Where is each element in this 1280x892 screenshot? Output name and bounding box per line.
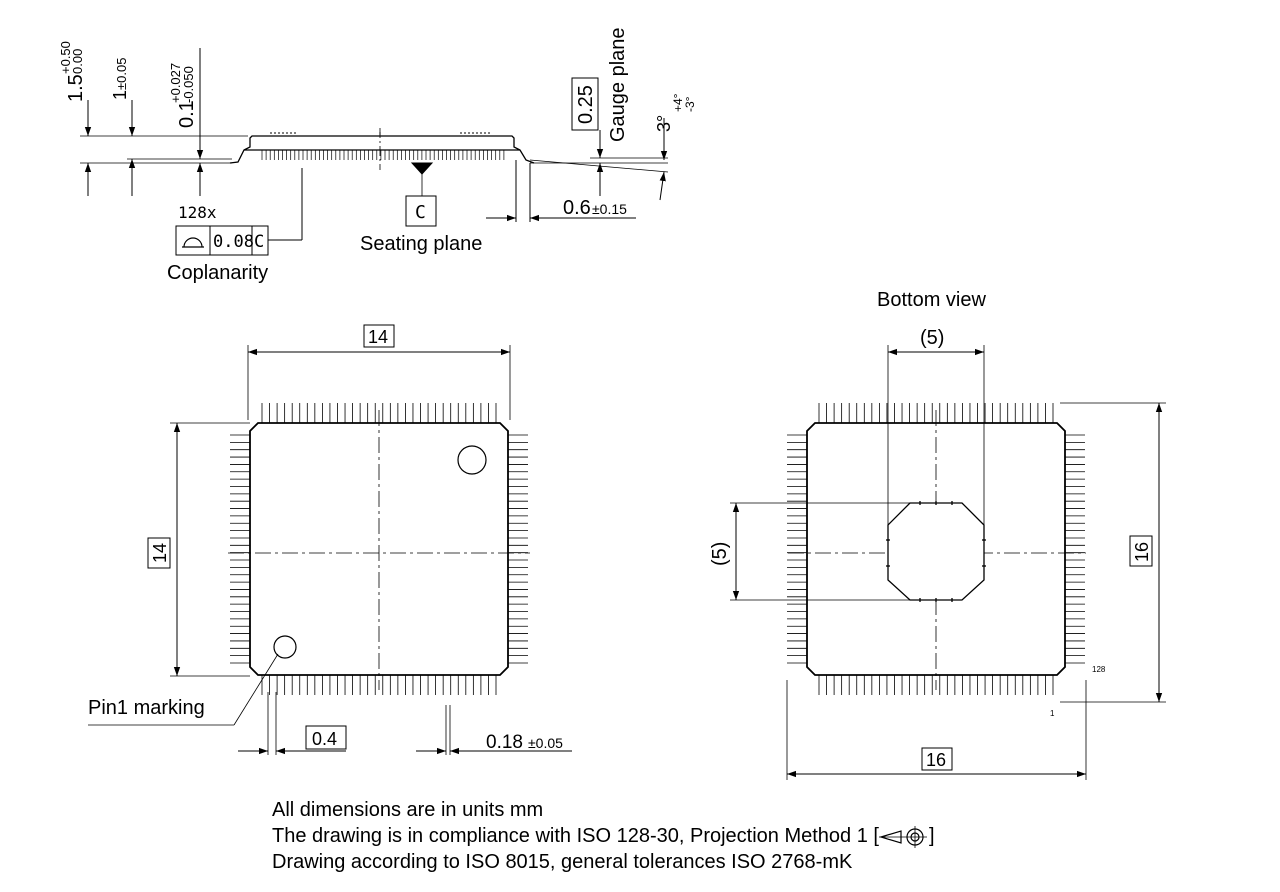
standoff-value: 0.1 [176,100,198,128]
seating-plane-label: Seating plane [360,233,482,255]
lead-width-tol: ±0.05 [528,735,563,751]
top-height-value: 14 [150,543,170,563]
note-projection: The drawing is in compliance with ISO 12… [272,823,935,849]
pitch-box [305,725,347,750]
foot-length-tol: ±0.15 [592,201,627,217]
height-total-tol-lower: 0.00 [70,49,85,74]
bottom-view [730,345,1166,780]
foot-length-value: 0.6 [563,197,591,219]
top-view [88,324,572,755]
height-total-value: 1.5 [65,74,87,102]
top-width-box [363,324,395,348]
top-width-value: 14 [368,327,388,347]
side-body-outline [229,135,535,164]
bottom-view-leads [787,403,1085,695]
pad-height-value: (5) [709,542,731,566]
overall-width-value: 16 [926,750,946,770]
overall-height-value: 16 [1132,542,1152,562]
profile-surface-icon [182,237,204,248]
pin1-marking-label: Pin1 marking [88,697,205,719]
angle-tol-lower: -3° [683,96,697,112]
standoff-tol-upper: +0.027 [168,63,183,103]
coplanarity-datum: C [254,232,264,252]
pin1-marker [273,635,297,659]
height-total-tol-upper: +0.50 [58,41,73,74]
pad-width-value: (5) [920,327,944,349]
note-units: All dimensions are in units mm [272,799,544,821]
side-lead-row [261,150,505,160]
lead-width-value: 0.18 [486,732,523,753]
drawing-notes: All dimensions are in units mm The drawi… [272,797,935,875]
gauge-plane-label: Gauge plane [607,27,629,142]
first-angle-projection-icon [878,825,927,848]
note-projection-close: ] [928,825,935,847]
top-height-box [147,537,171,569]
side-view [80,48,669,256]
coplanarity-frame [175,225,269,256]
datum-c-letter: C [415,202,426,223]
angle-value: 3° [654,115,674,132]
coplanarity-value: 0.08 [213,232,254,252]
pin-count-label: 128x [178,203,217,222]
note-tolerances: Drawing according to ISO 8015, general t… [272,851,853,873]
top-view-leads [230,403,528,695]
overall-width-box [921,747,953,771]
angle-tol-upper: +4° [671,93,685,112]
coplanarity-label: Coplanarity [167,262,268,284]
pitch-value: 0.4 [312,729,337,749]
datum-c-box [405,195,437,227]
exposed-pad [887,502,985,601]
standoff-tol-lower: -0.050 [181,66,196,103]
ejector-pin-mark [457,445,487,475]
pin-128-label: 128 [1092,665,1106,674]
gauge-value-box [571,77,599,131]
body-thickness-tol: ±0.05 [114,58,129,90]
bottom-view-title: Bottom view [877,289,986,311]
note-projection-text: The drawing is in compliance with ISO 12… [272,825,879,847]
overall-height-box [1129,535,1153,567]
gauge-value: 0.25 [575,85,597,124]
pin-1-label: 1 [1050,709,1055,718]
body-thickness-value: 1 [110,90,130,100]
